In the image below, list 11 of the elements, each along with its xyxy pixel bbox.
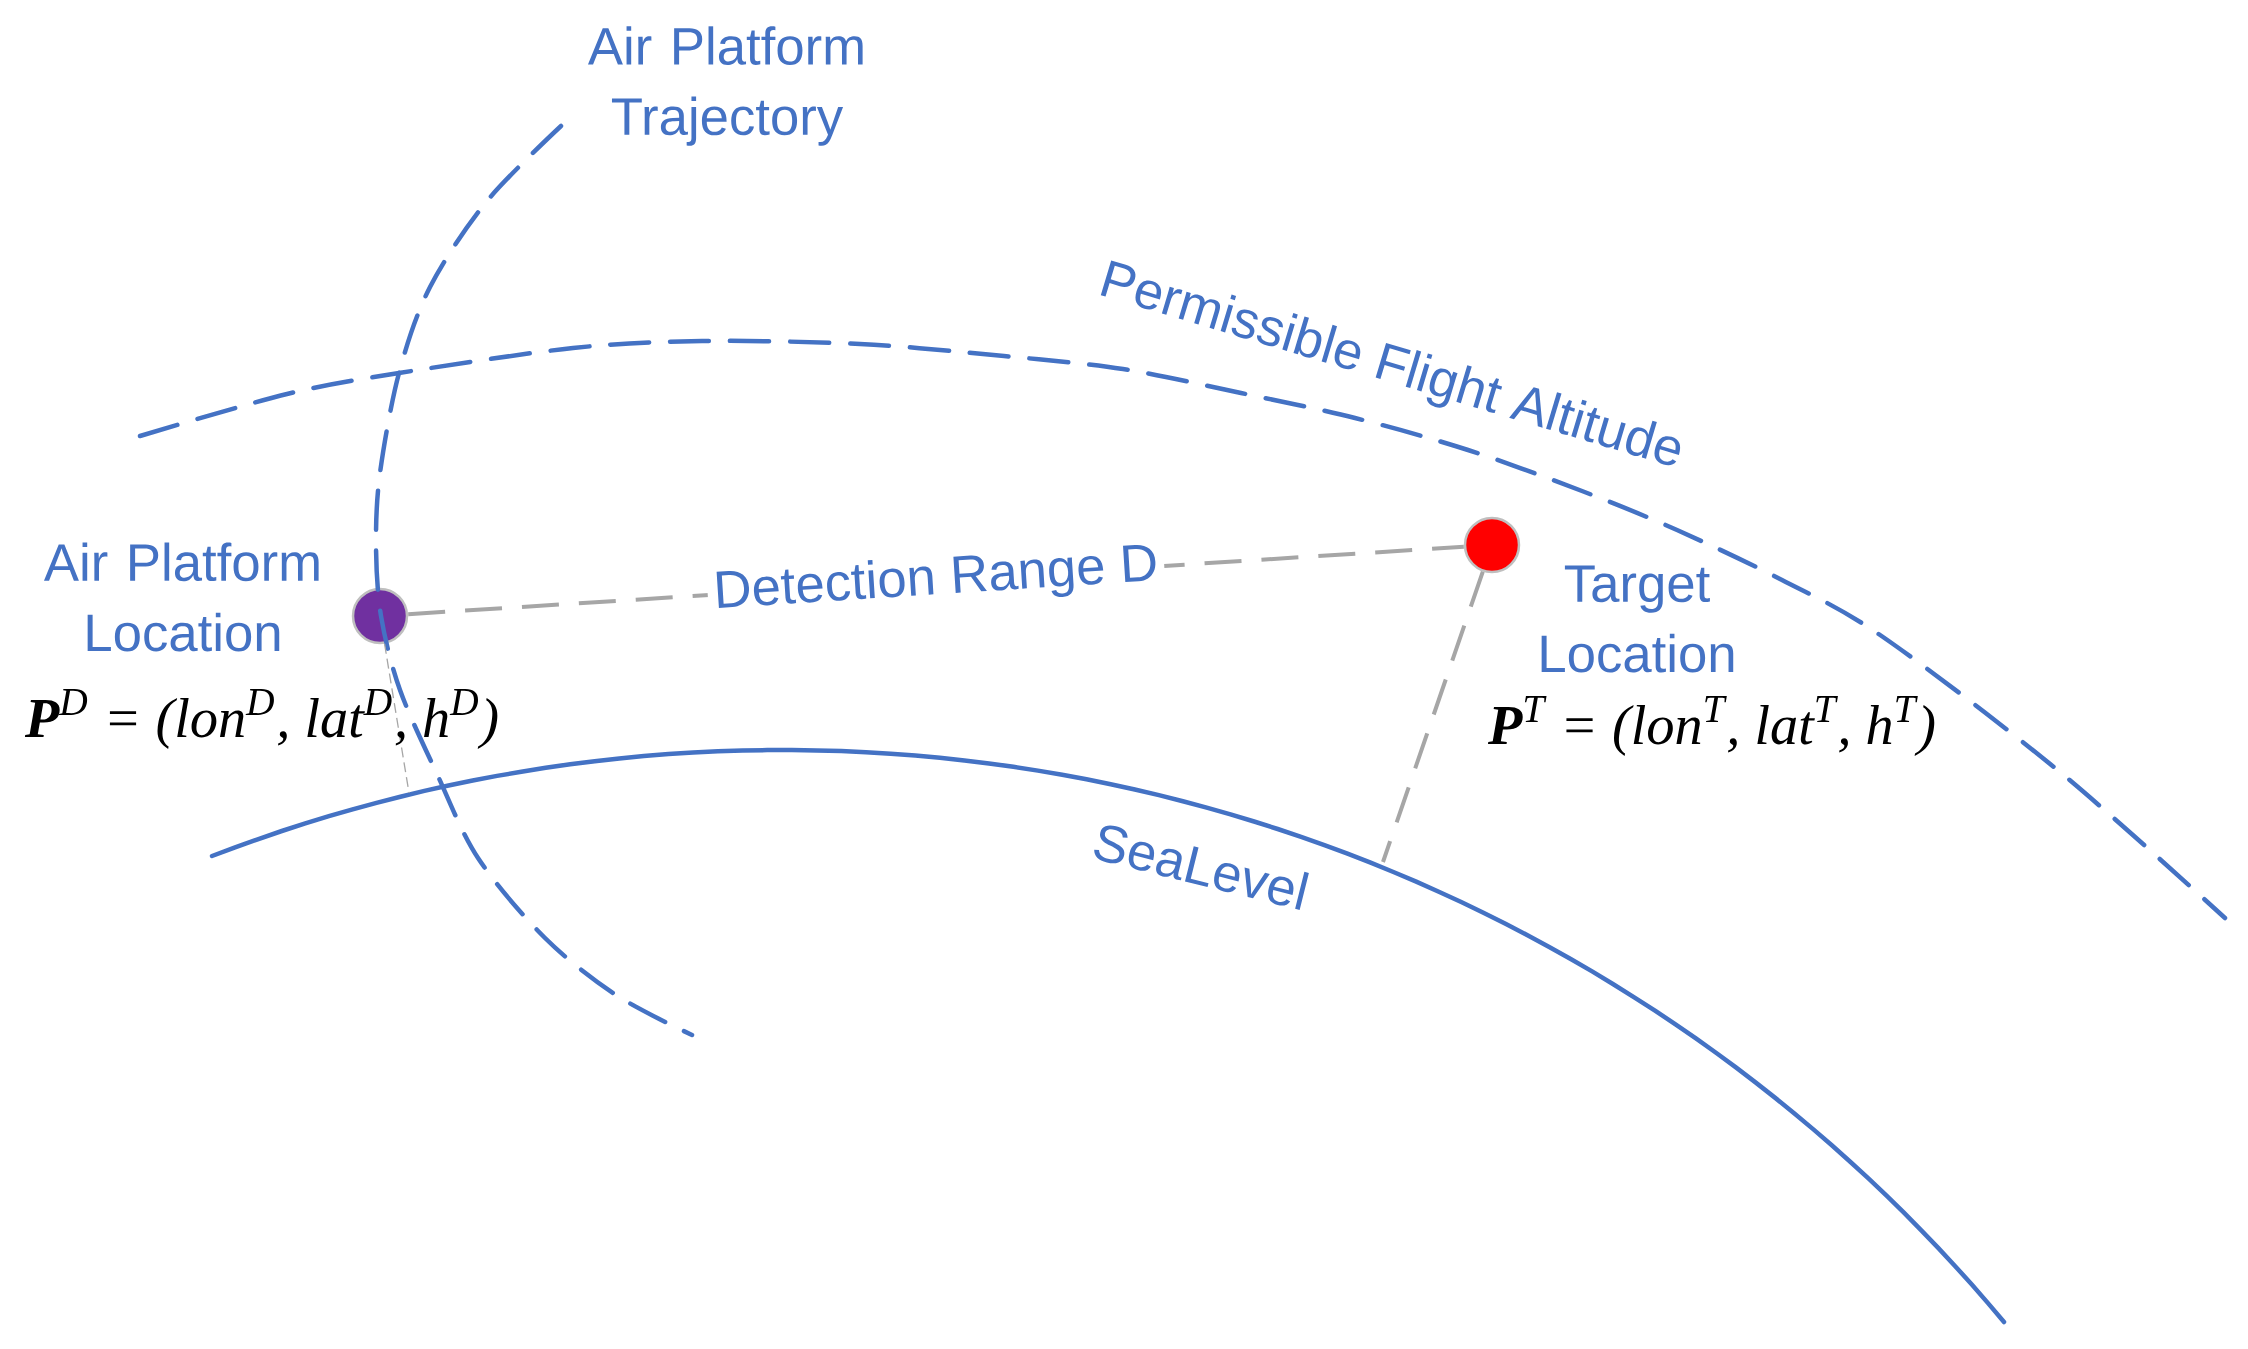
edge-label: Detection Range D	[705, 535, 1167, 626]
altitude-line	[383, 643, 410, 794]
location-dot	[1463, 516, 1521, 574]
location-label: Target Location	[1541, 565, 1734, 673]
curve-label: SeaLevel	[1094, 825, 1309, 910]
coordinate-formula: P$^{T}$ = (lon$^{T}$, lat$^{T}$, h$^{T}$)	[1488, 696, 1935, 756]
coordinate-formula: P$^{D}$ = (lon$^{D}$, lat$^{D}$, h$^{D}$)	[24, 689, 498, 749]
location-label: Air Platform Location	[44, 542, 319, 652]
location-dot	[351, 587, 409, 645]
altitude-line	[1381, 571, 1485, 863]
curve-label: Air Platform Trajectory	[588, 26, 863, 146]
